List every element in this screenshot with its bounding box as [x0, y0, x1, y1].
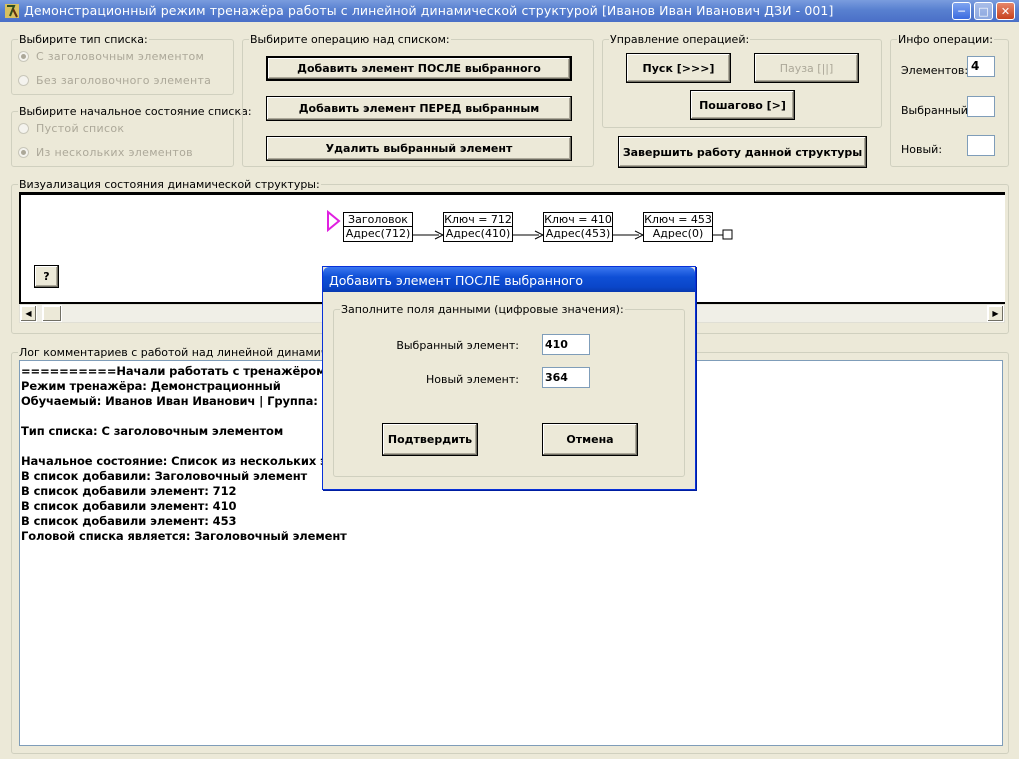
add-after-button[interactable]: Добавить элемент ПОСЛЕ выбранного	[266, 56, 572, 81]
log-line: Головой списка является: Заголовочный эл…	[21, 529, 347, 543]
scroll-left-button[interactable]: ◀	[20, 305, 37, 322]
node-address: Адрес(453)	[543, 227, 613, 242]
new-element-field	[967, 135, 995, 156]
radio-empty-list[interactable]: Пустой список	[18, 120, 124, 136]
delete-button[interactable]: Удалить выбранный элемент	[266, 136, 572, 161]
close-icon: ✕	[1000, 4, 1011, 18]
radio-with-header-label: С заголовочным элементом	[36, 49, 205, 63]
operations-label: Выбирите операцию над списком:	[249, 33, 451, 46]
node-key: Ключ = 410	[543, 212, 613, 227]
list-node-410[interactable]: Ключ = 410 Адрес(453)	[543, 212, 613, 242]
new-element-input[interactable]: 364	[542, 367, 590, 388]
radio-with-header[interactable]: С заголовочным элементом	[18, 48, 204, 64]
finish-button[interactable]: Завершить работу данной структуры	[618, 136, 867, 168]
log-line: Режим тренажёра: Демонстрационный	[21, 379, 281, 393]
selected-element-label: Выбранный элемент:	[396, 339, 519, 352]
head-pointer-icon	[327, 209, 341, 233]
dialog-title: Добавить элемент ПОСЛЕ выбранного	[329, 273, 583, 288]
log-line: В список добавили элемент: 453	[21, 514, 237, 528]
initial-state-label: Выбирите начальное состояние списка:	[18, 105, 253, 118]
window-titlebar: Демонстрационный режим тренажёра работы …	[0, 0, 1019, 22]
scroll-left-icon: ◀	[25, 309, 32, 318]
minimize-button[interactable]: ─	[952, 2, 971, 20]
confirm-button[interactable]: Подтвердить	[382, 423, 478, 456]
operations-group: Выбирите операцию над списком: Добавить …	[242, 33, 594, 167]
app-icon	[5, 4, 19, 18]
selected-element-label: Выбранный:	[901, 104, 972, 117]
selected-element-input[interactable]: 410	[542, 334, 590, 355]
pause-button: Пауза [||]	[754, 53, 859, 83]
node-key: Ключ = 712	[443, 212, 513, 227]
null-terminator-icon	[722, 229, 733, 240]
start-button[interactable]: Пуск [>>>]	[626, 53, 731, 83]
selected-element-field	[967, 96, 995, 117]
log-line: В список добавили: Заголовочный элемент	[21, 469, 308, 483]
log-line: Обучаемый: Иванов Иван Иванович | Группа…	[21, 394, 368, 408]
add-after-dialog: Добавить элемент ПОСЛЕ выбранного Заполн…	[322, 266, 696, 490]
list-node-header[interactable]: Заголовок Адрес(712)	[343, 212, 413, 242]
minimize-icon: ─	[958, 4, 965, 18]
radio-empty-list-label: Пустой список	[36, 121, 125, 135]
radio-unchecked-icon	[18, 74, 29, 86]
cancel-button[interactable]: Отмена	[542, 423, 638, 456]
node-address: Адрес(0)	[643, 227, 713, 242]
elements-count-label: Элементов:	[901, 64, 969, 77]
radio-checked-icon	[18, 146, 29, 158]
new-element-label: Новый элемент:	[425, 373, 519, 386]
log-line: Тип списка: С заголовочным элементом	[21, 424, 284, 438]
node-key: Заголовок	[343, 212, 413, 227]
list-node-712[interactable]: Ключ = 712 Адрес(410)	[443, 212, 513, 242]
log-line: В список добавили элемент: 410	[21, 499, 237, 513]
dialog-group-label: Заполните поля данными (цифровые значени…	[340, 303, 625, 316]
radio-without-header-label: Без заголовочного элемента	[36, 73, 212, 87]
step-button[interactable]: Пошагово [>]	[690, 90, 795, 120]
visualization-label: Визуализация состояния динамической стру…	[18, 178, 321, 191]
radio-without-header[interactable]: Без заголовочного элемента	[18, 72, 211, 88]
list-node-453[interactable]: Ключ = 453 Адрес(0)	[643, 212, 713, 242]
close-button[interactable]: ✕	[996, 2, 1015, 20]
scroll-right-button[interactable]: ▶	[987, 305, 1004, 322]
initial-state-group: Выбирите начальное состояние списка: Пус…	[11, 105, 253, 167]
node-key: Ключ = 453	[643, 212, 713, 227]
radio-several-elements[interactable]: Из нескольких элементов	[18, 144, 193, 160]
control-label: Управление операцией:	[609, 33, 751, 46]
list-type-label: Выбирите тип списка:	[18, 33, 149, 46]
elements-count-field: 4	[967, 56, 995, 77]
help-button[interactable]: ?	[34, 265, 59, 288]
control-group: Управление операцией: Пуск [>>>] Пауза […	[602, 33, 882, 128]
scroll-right-icon: ▶	[992, 309, 999, 318]
radio-several-elements-label: Из нескольких элементов	[36, 145, 193, 159]
window-title: Демонстрационный режим тренажёра работы …	[24, 3, 834, 18]
radio-unchecked-icon	[18, 122, 29, 134]
scroll-thumb[interactable]	[42, 305, 62, 322]
maximize-button: □	[974, 2, 993, 20]
log-label: Лог комментариев с работой над линейной …	[18, 346, 372, 359]
log-line: В список добавили элемент: 712	[21, 484, 237, 498]
node-address: Адрес(712)	[343, 227, 413, 242]
add-before-button[interactable]: Добавить элемент ПЕРЕД выбранным	[266, 96, 572, 121]
info-group: Инфо операции: Элементов: 4 Выбранный: Н…	[890, 33, 1009, 167]
radio-checked-icon	[18, 50, 29, 62]
list-type-group: Выбирите тип списка: С заголовочным элем…	[11, 33, 234, 95]
log-line: ==========Начали работать с тренажёром […	[21, 364, 383, 378]
dialog-fields-group: Заполните поля данными (цифровые значени…	[333, 303, 685, 477]
dialog-titlebar[interactable]: Добавить элемент ПОСЛЕ выбранного	[323, 267, 695, 292]
info-label: Инфо операции:	[897, 33, 994, 46]
maximize-icon: □	[978, 4, 989, 18]
node-address: Адрес(410)	[443, 227, 513, 242]
new-element-label: Новый:	[901, 143, 943, 156]
log-line: Начальное состояние: Список из нескольки…	[21, 454, 360, 468]
